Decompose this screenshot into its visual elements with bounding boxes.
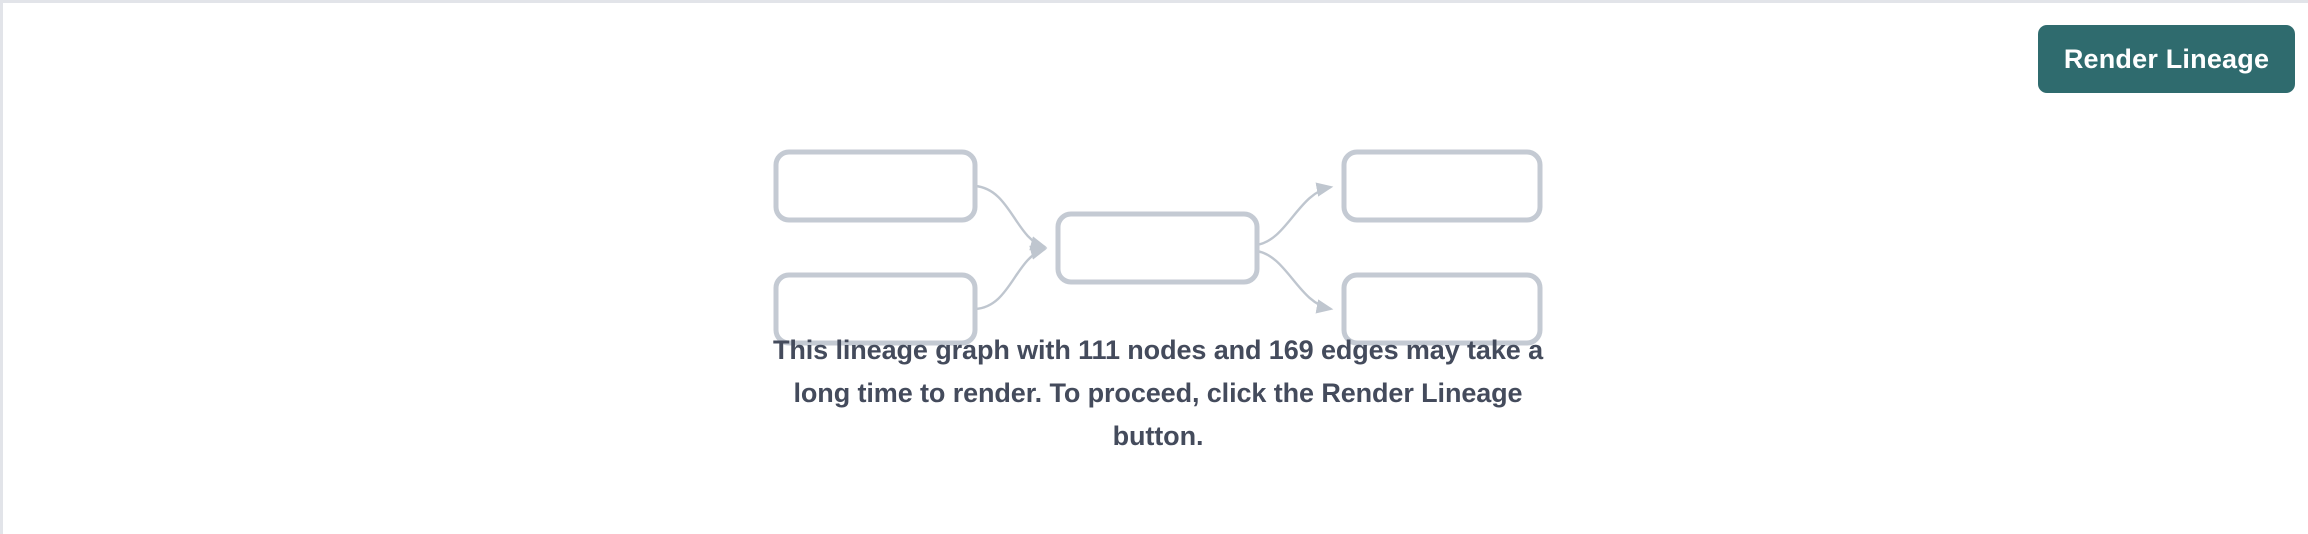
graph-node-left-top (773, 149, 978, 223)
graph-edge-center-to-right-bottom (1255, 249, 1334, 314)
graph-edge-left-top-to-center (974, 184, 1048, 251)
graph-node-center (1055, 211, 1260, 285)
lineage-graph-placeholder (753, 121, 1563, 346)
render-lineage-button[interactable]: Render Lineage (2038, 25, 2295, 93)
graph-edge-left-bottom-to-center (974, 245, 1048, 311)
graph-node-left-bottom (773, 272, 978, 346)
graph-placeholder-svg (773, 149, 1543, 346)
graph-node-right-bottom (1341, 272, 1543, 346)
graph-node-right-top (1341, 149, 1543, 223)
lineage-warning-message: This lineage graph with 111 nodes and 16… (772, 335, 1543, 451)
graph-edge-center-to-right-top (1255, 182, 1334, 247)
